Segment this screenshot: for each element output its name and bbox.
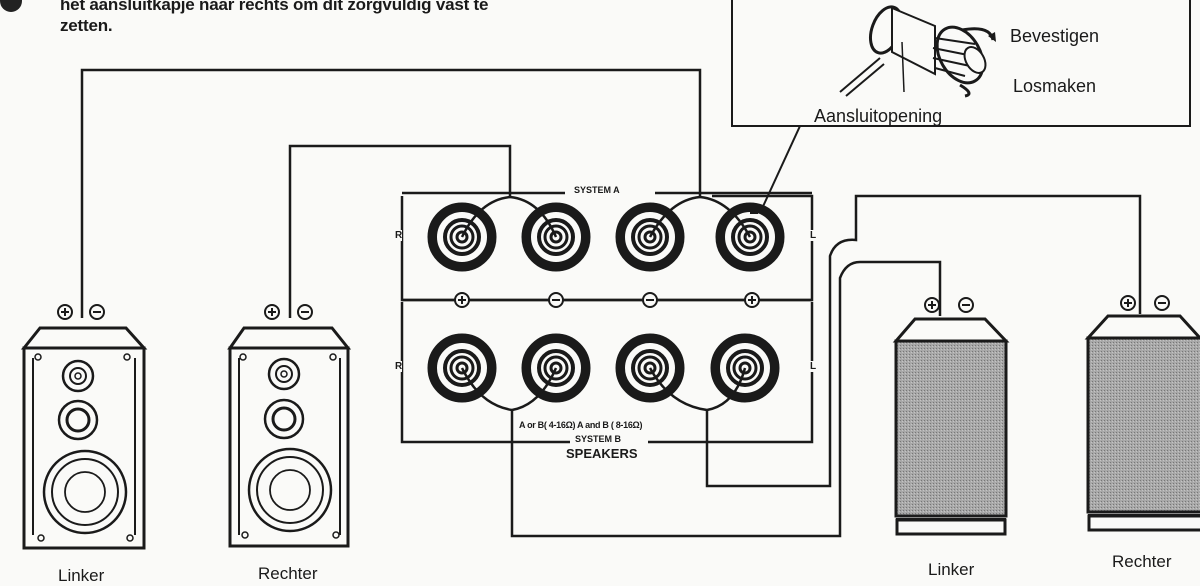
binding-post-icon — [839, 5, 996, 98]
speaker-a-right-label: Rechter — [258, 564, 318, 583]
speaker-wires — [80, 68, 1142, 538]
speaker-a-left — [20, 304, 148, 550]
opening-label: Aansluitopening — [814, 106, 943, 126]
speaker-terminal-panel — [400, 191, 814, 444]
instruction-line-1: het aansluitkapje naar rechts om dit zor… — [60, 0, 489, 14]
system-b-label: SYSTEM B — [572, 434, 625, 444]
speaker-b-left — [892, 297, 1010, 536]
system-a-label: SYSTEM A — [570, 185, 624, 195]
step-bullet — [0, 0, 22, 12]
polarity-minus-icon — [642, 292, 658, 308]
tighten-label: Bevestigen — [1010, 26, 1100, 46]
instruction-text: het aansluitkapje naar rechts om dit zor… — [60, 0, 620, 36]
left-channel-label-b: L — [810, 361, 817, 372]
polarity-plus-icon — [744, 292, 760, 308]
loosen-label: Losmaken — [1013, 76, 1097, 96]
right-channel-label-a: R — [395, 230, 403, 241]
instruction-line-2: zetten. — [60, 16, 113, 35]
right-channel-label-b: R — [395, 361, 403, 372]
left-channel-label-a: L — [810, 230, 817, 241]
speaker-b-left-label: Linker — [928, 560, 975, 579]
speakers-label: SPEAKERS — [566, 446, 638, 461]
polarity-plus-icon — [454, 292, 470, 308]
terminal-inset — [731, 0, 1191, 214]
speaker-b-right-label: Rechter — [1112, 552, 1172, 571]
speaker-a-right — [227, 304, 352, 548]
speaker-b-right — [1084, 295, 1200, 532]
impedance-label: A or B( 4-16Ω) A and B ( 8-16Ω) — [519, 420, 643, 430]
polarity-minus-icon — [548, 292, 564, 308]
speaker-a-left-label: Linker — [58, 566, 105, 585]
